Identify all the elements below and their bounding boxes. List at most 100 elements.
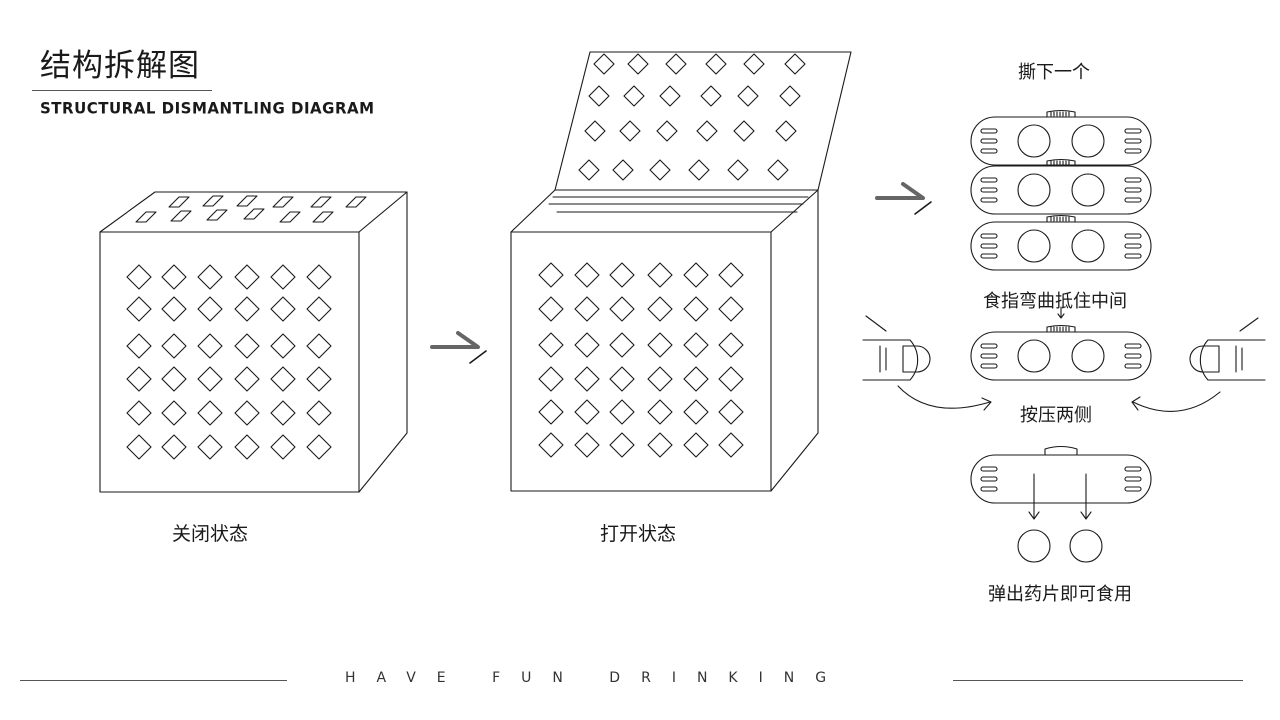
diamond-hole <box>743 53 765 75</box>
diamond-hole <box>197 434 223 460</box>
open-box-illustration <box>510 51 852 492</box>
grip-slot <box>980 138 998 144</box>
diamond-hole <box>234 333 260 359</box>
ejected-tablet <box>1017 529 1051 563</box>
diamond-hole <box>659 85 681 107</box>
diamond-hole <box>647 296 673 322</box>
top-hole <box>272 196 294 208</box>
diamond-hole <box>538 262 564 288</box>
diamond-hole <box>197 400 223 426</box>
grip-slot <box>1124 486 1142 492</box>
box-top-opening <box>510 189 819 233</box>
diamond-hole <box>683 296 709 322</box>
diamond-hole <box>234 400 260 426</box>
eject-arrow-head <box>1028 511 1040 520</box>
flow-arrow-tail <box>914 201 932 215</box>
tablet-blister <box>1017 339 1051 373</box>
box-side-face <box>358 191 408 493</box>
box-front-face <box>510 231 772 492</box>
closed-box-illustration <box>99 191 408 493</box>
diamond-hole <box>574 366 600 392</box>
diamond-hole <box>619 120 641 142</box>
grip-slot <box>1124 243 1142 249</box>
blister-strip-body <box>970 221 1152 271</box>
diamond-hole <box>574 332 600 358</box>
diamond-hole <box>647 366 673 392</box>
diamond-hole <box>718 262 744 288</box>
diamond-hole <box>683 366 709 392</box>
top-hole <box>345 196 367 208</box>
tablet-blister <box>1017 173 1051 207</box>
grip-slot <box>980 187 998 193</box>
diamond-hole <box>234 366 260 392</box>
top-hole <box>202 195 224 207</box>
diamond-hole <box>161 333 187 359</box>
grip-slot <box>980 243 998 249</box>
top-hole <box>206 209 228 221</box>
eject-arrow-head <box>1080 511 1092 520</box>
flow-arrow-tail <box>469 350 487 364</box>
diamond-hole <box>767 159 789 181</box>
diamond-hole <box>197 264 223 290</box>
grip-slot <box>980 233 998 239</box>
diamond-hole <box>161 296 187 322</box>
finger-edge <box>865 315 887 332</box>
tablet-blister <box>1017 229 1051 263</box>
tablet-blister <box>1071 124 1105 158</box>
footer-rule-left <box>20 680 287 681</box>
press-step-illustration <box>862 306 1266 412</box>
diamond-hole <box>727 159 749 181</box>
diamond-hole <box>718 332 744 358</box>
diamond-hole <box>574 296 600 322</box>
diamond-hole <box>306 296 332 322</box>
strip-tab <box>1046 214 1076 223</box>
grip-slot <box>980 197 998 203</box>
press-arrow-left <box>897 385 991 409</box>
grip-slot <box>980 486 998 492</box>
diamond-hole <box>627 53 649 75</box>
top-hole <box>135 211 157 223</box>
diamond-hole <box>574 432 600 458</box>
diamond-hole <box>705 53 727 75</box>
diamond-hole <box>623 85 645 107</box>
diamond-hole <box>718 366 744 392</box>
press-arrow-right <box>1132 391 1221 412</box>
diamond-hole <box>612 159 634 181</box>
diamond-hole <box>588 85 610 107</box>
diamond-hole <box>683 399 709 425</box>
diamond-hole <box>270 434 296 460</box>
diamond-hole <box>270 264 296 290</box>
diamond-hole <box>683 262 709 288</box>
diamond-hole <box>779 85 801 107</box>
caption-press-sides: 按压两侧 <box>1020 405 1092 426</box>
diamond-hole <box>126 400 152 426</box>
diamond-hole <box>234 296 260 322</box>
grip-slot <box>1124 177 1142 183</box>
strip-tab <box>1044 445 1078 456</box>
box-top-face <box>99 191 408 233</box>
footer-slogan: HAVE FUN DRINKING <box>345 670 848 686</box>
tablet-blister <box>1071 339 1105 373</box>
press-arrow-right-head <box>1131 396 1141 411</box>
box-open-lid <box>554 51 852 191</box>
ejected-tablet <box>1069 529 1103 563</box>
diamond-hole <box>306 264 332 290</box>
diamond-hole <box>306 333 332 359</box>
box-side-face <box>770 189 819 492</box>
diamond-hole <box>538 296 564 322</box>
grip-slot <box>1124 233 1142 239</box>
diamond-hole <box>306 400 332 426</box>
diamond-hole <box>126 366 152 392</box>
diamond-hole <box>126 264 152 290</box>
diamond-hole <box>737 85 759 107</box>
grip-slot <box>980 353 998 359</box>
blister-strips <box>970 109 1152 271</box>
top-hole <box>312 211 334 223</box>
diamond-hole <box>538 366 564 392</box>
diamond-hole <box>538 432 564 458</box>
diamond-hole <box>665 53 687 75</box>
grip-slot <box>980 466 998 472</box>
diamond-hole <box>126 434 152 460</box>
grip-slot <box>980 476 998 482</box>
diamond-hole <box>775 120 797 142</box>
